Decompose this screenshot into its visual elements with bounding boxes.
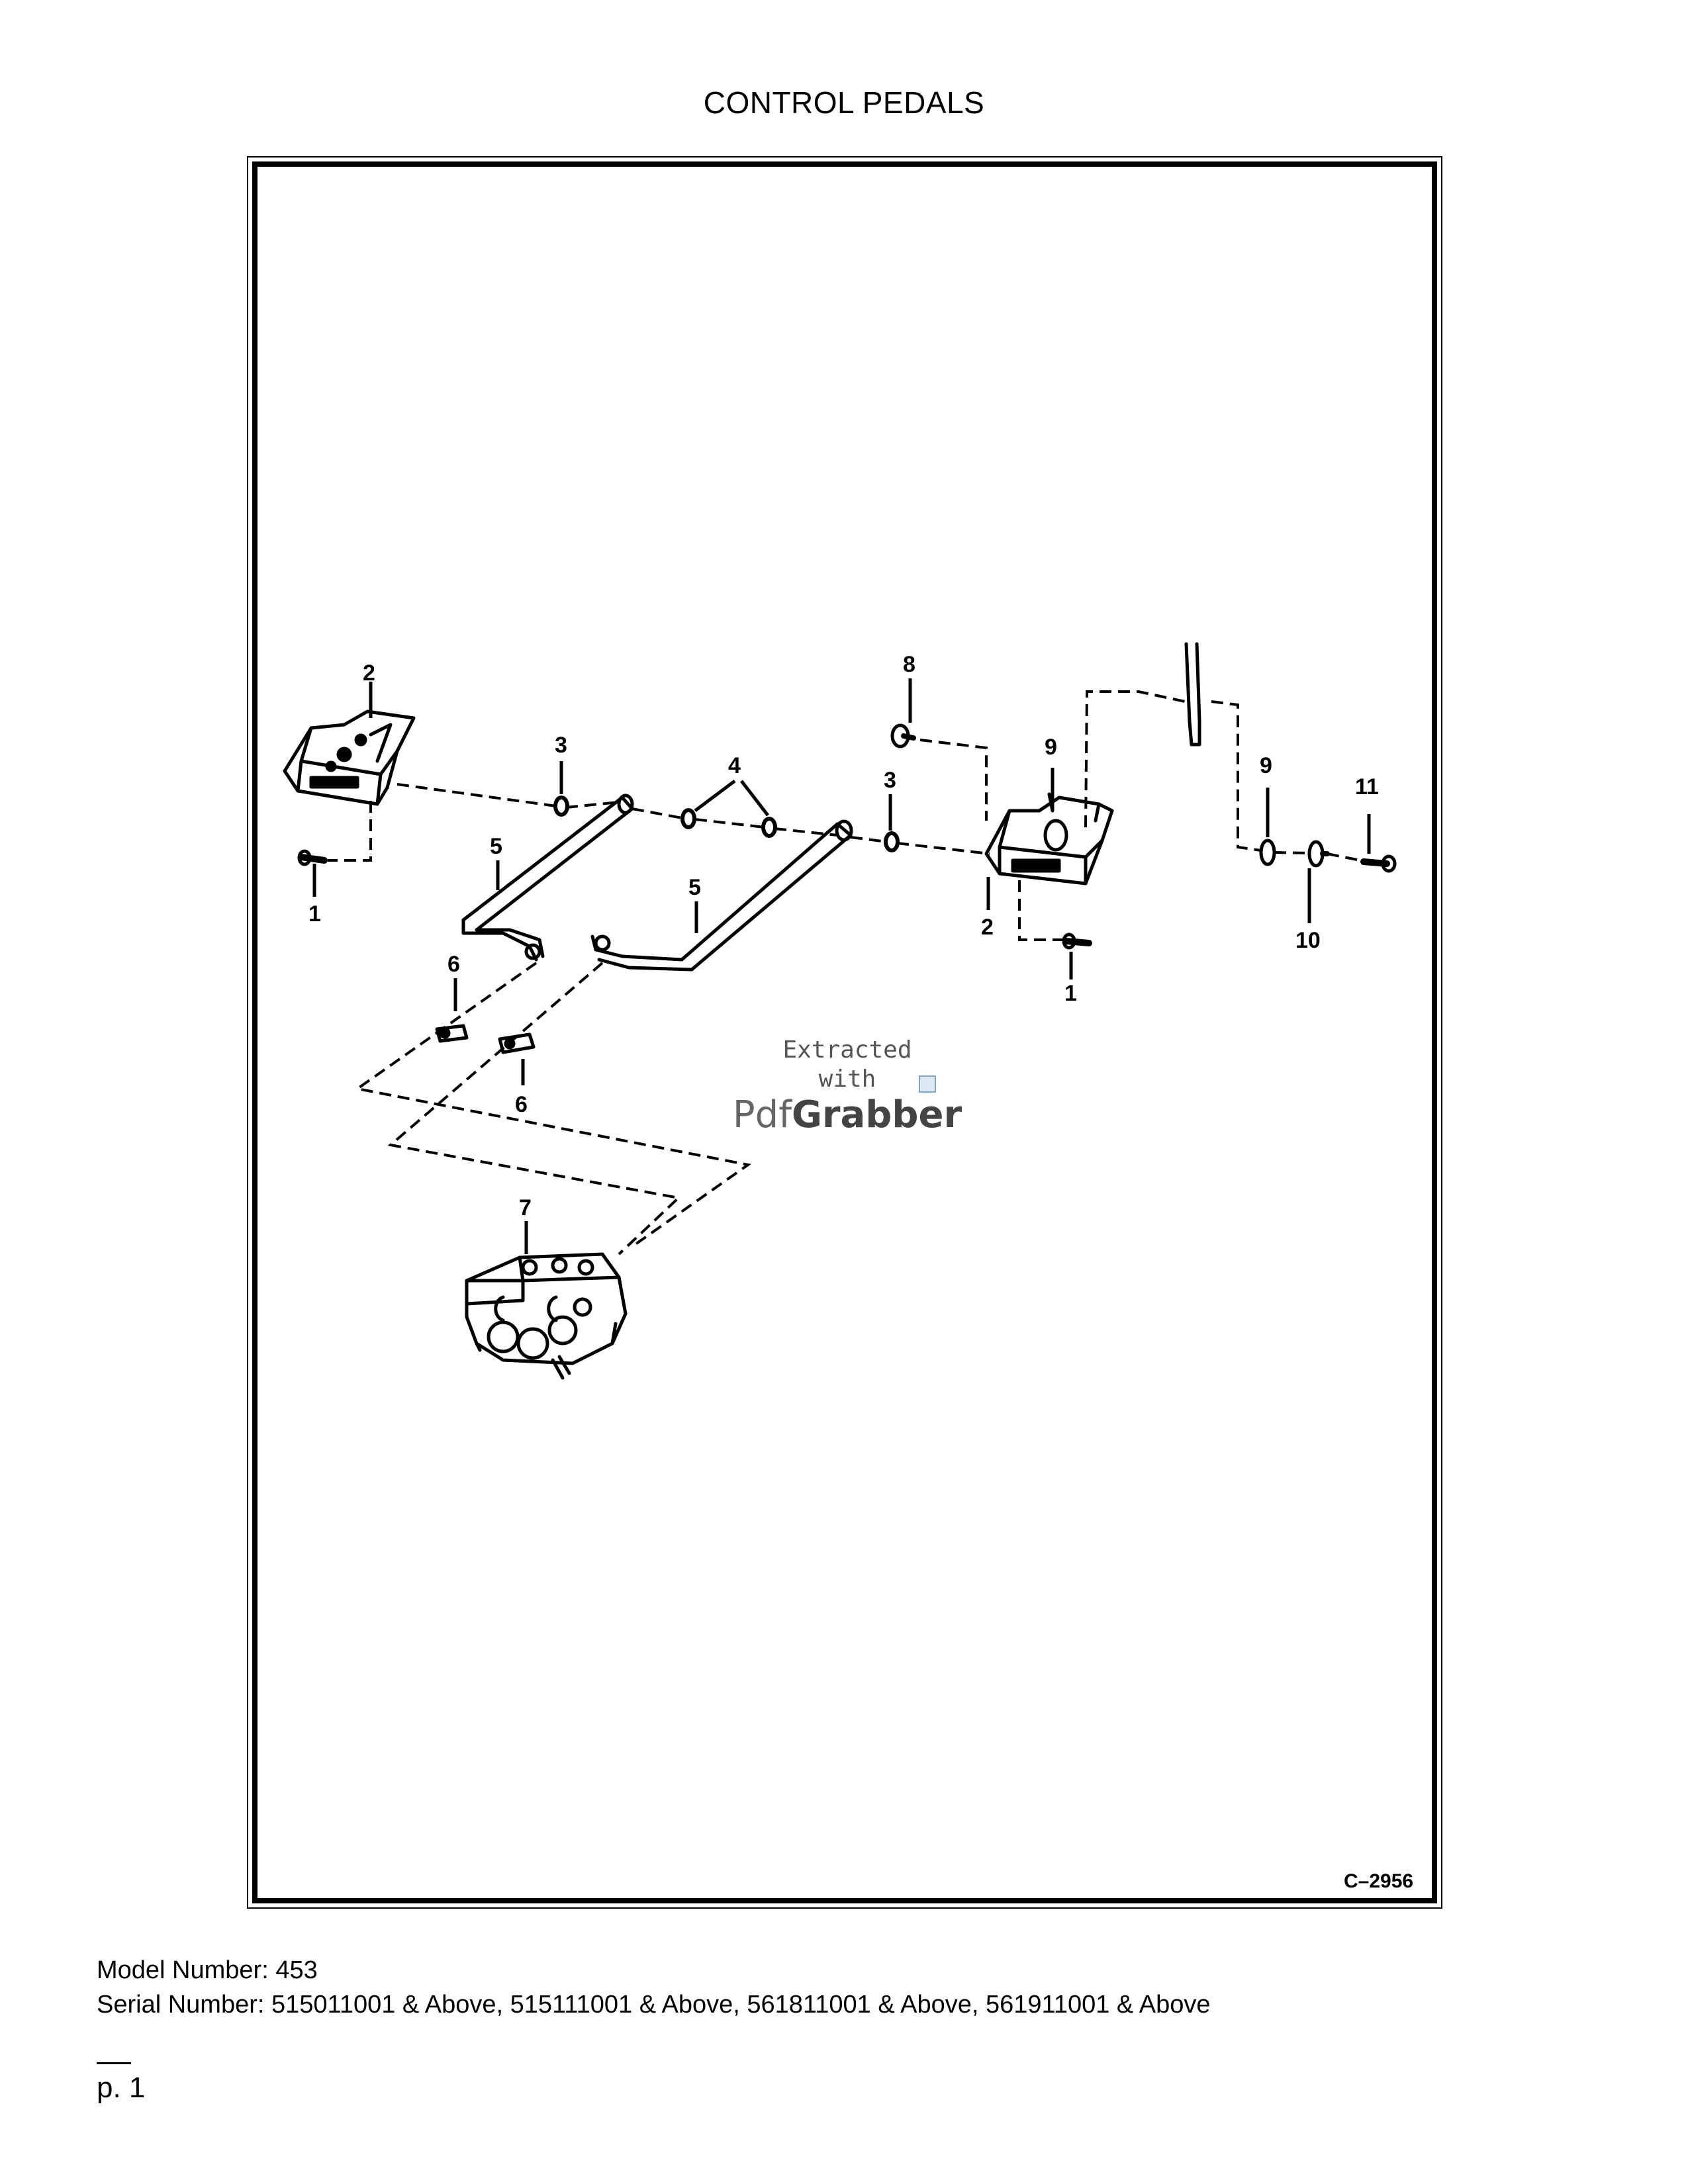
callout-7: 7: [519, 1195, 532, 1220]
watermark-line2: with: [818, 1066, 876, 1093]
callout-3-right: 3: [884, 768, 896, 793]
callout-5-left: 5: [490, 834, 502, 859]
pdfgrabber-logo-icon: [919, 1075, 936, 1093]
watermark-line1: Extracted: [782, 1036, 912, 1064]
callout-9-bracket: 9: [1045, 735, 1057, 760]
callout-9-washer: 9: [1260, 753, 1272, 778]
linkage-clips: [435, 1024, 536, 1054]
control-valve: [465, 1252, 628, 1380]
watermark: Extracted with PdfGrabber: [728, 1036, 966, 1136]
assembly-lines: [328, 690, 1361, 1255]
callout-2-right: 2: [981, 915, 994, 940]
figure-frame: [252, 161, 1437, 1903]
bolts: [297, 723, 1397, 950]
callout-11: 11: [1355, 774, 1379, 799]
callout-5-right: 5: [688, 875, 701, 900]
callout-2-left: 2: [363, 660, 375, 686]
page-number: p. 1: [97, 2071, 146, 2104]
figure-frame-outer: [247, 156, 1442, 1909]
callout-1-right: 1: [1064, 981, 1077, 1006]
right-control-rod: [590, 819, 853, 972]
callout-8: 8: [903, 652, 915, 677]
control-shaft: [1184, 642, 1201, 747]
left-control-rod: [461, 794, 634, 962]
serial-number: Serial Number: 515011001 & Above, 515111…: [97, 1991, 1211, 2019]
model-number: Model Number: 453: [97, 1956, 318, 1984]
watermark-brand: PdfGrabber: [728, 1094, 966, 1136]
callout-6-top: 6: [447, 952, 460, 977]
right-pedal-bracket: [984, 792, 1114, 886]
callout-labels: 2 1 3 4 3 5 5 6 6 7 8 9 9 11 10 2 1: [308, 652, 1379, 1220]
callout-4: 4: [728, 753, 741, 778]
watermark-brand-b: Grabber: [791, 1093, 962, 1136]
figure-code: C–2956: [1344, 1870, 1414, 1892]
left-pedal-bracket: [283, 709, 416, 806]
callout-1-left: 1: [308, 901, 321, 927]
callout-6-bottom: 6: [515, 1092, 528, 1117]
leader-lines: [312, 678, 1371, 1254]
bushings: [553, 796, 900, 852]
callout-3-left: 3: [555, 733, 567, 758]
page-number-rule: [97, 2062, 131, 2064]
page-title: CONTROL PEDALS: [703, 85, 985, 120]
callout-10: 10: [1295, 928, 1321, 953]
watermark-brand-a: Pdf: [732, 1093, 792, 1136]
